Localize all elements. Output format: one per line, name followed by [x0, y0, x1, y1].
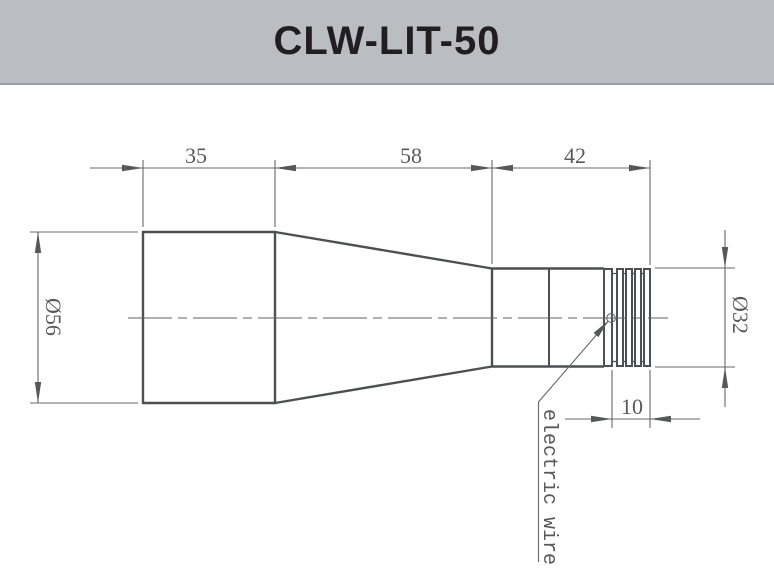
arrowhead — [629, 164, 650, 172]
arrowhead — [721, 367, 729, 388]
dimension-texts: 35 58 42 10 Ø56 Ø32 electric wire — [41, 143, 753, 565]
dim-10-label: 10 — [621, 394, 643, 419]
arrowhead — [471, 164, 492, 172]
arrowhead — [275, 164, 296, 172]
taper-top-edge — [274, 230, 493, 270]
dim-dia32-label: Ø32 — [728, 296, 753, 334]
dim-58-label: 58 — [400, 143, 422, 168]
dim-35-label: 35 — [185, 143, 207, 168]
arrowhead — [492, 164, 513, 172]
leader-line — [537, 321, 609, 562]
dimension-lines — [30, 160, 735, 562]
taper-bottom-edge — [274, 365, 493, 405]
arrowhead — [122, 164, 143, 172]
arrowhead — [34, 382, 42, 403]
arrowhead — [591, 415, 612, 423]
electric-wire-label: electric wire — [537, 409, 560, 565]
arrowhead — [650, 415, 671, 423]
arrowhead — [721, 247, 729, 268]
leader-target-circle — [606, 313, 616, 323]
dim-dia56-label: Ø56 — [41, 298, 66, 336]
arrowheads — [34, 164, 729, 423]
page-title: CLW-LIT-50 — [273, 19, 501, 63]
dim-42-label: 42 — [564, 143, 586, 168]
leader-arrowhead — [593, 320, 609, 338]
arrowhead — [34, 232, 42, 253]
page-header: CLW-LIT-50 — [0, 0, 774, 85]
